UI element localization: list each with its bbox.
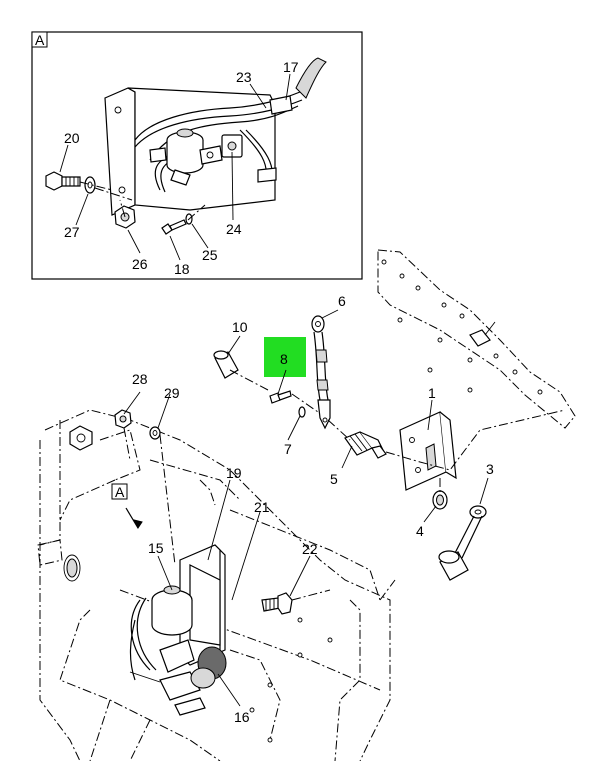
callout-19[interactable]: 21: [254, 499, 270, 515]
bracket-1: [399, 411, 457, 491]
callout-27[interactable]: 27: [64, 224, 80, 240]
callout-17[interactable]: 17: [283, 59, 299, 75]
callout-5[interactable]: 5: [330, 471, 338, 487]
cable-6: [311, 315, 331, 430]
detail-solenoid: [149, 128, 223, 186]
detail-terminal: [221, 134, 277, 183]
callout-22[interactable]: 22: [302, 541, 318, 557]
callout-6[interactable]: 6: [338, 293, 346, 309]
callout-15[interactable]: 15: [148, 540, 164, 556]
callout-7[interactable]: 7: [284, 441, 292, 457]
screw-8: [269, 390, 292, 404]
callout-20[interactable]: 20: [64, 130, 80, 146]
bolt-22: [261, 592, 293, 615]
detail-screw-18: [161, 219, 187, 235]
callout-3[interactable]: 3: [486, 461, 494, 477]
grommet-4: [432, 490, 448, 510]
detail-ref-box: [111, 483, 128, 500]
callout-29[interactable]: 29: [164, 385, 180, 401]
callout-21[interactable]: 16: [234, 709, 250, 725]
harness-sleeve: [295, 57, 327, 99]
callout-26[interactable]: 26: [132, 256, 148, 272]
highlight-part-8: [264, 337, 306, 377]
cap-3: [438, 505, 487, 581]
boot-10: [213, 350, 239, 379]
callout-23[interactable]: 23: [236, 69, 252, 85]
detail-view-a: A: [31, 31, 363, 280]
rail-connector: [469, 329, 491, 347]
callout-1[interactable]: 1: [428, 385, 436, 401]
detail-label-box: [31, 31, 48, 48]
callout-16[interactable]: 19: [226, 465, 242, 481]
switch-5: [344, 431, 387, 459]
frame-rail-right: [377, 249, 576, 429]
detail-label: A: [35, 32, 45, 48]
callout-24[interactable]: 24: [226, 221, 242, 237]
detail-bolt-20: [45, 171, 81, 191]
callout-10[interactable]: 10: [232, 319, 248, 335]
callout-4[interactable]: 4: [416, 523, 424, 539]
solenoid-assembly: [129, 544, 227, 716]
callout-18[interactable]: 18: [174, 261, 190, 277]
detail-ref-label: A: [115, 484, 125, 500]
callout-25[interactable]: 25: [202, 247, 218, 263]
callout-8[interactable]: 8: [280, 351, 288, 367]
callout-28[interactable]: 28: [132, 371, 148, 387]
nut-28: [114, 409, 132, 429]
washer-7: [298, 406, 306, 418]
